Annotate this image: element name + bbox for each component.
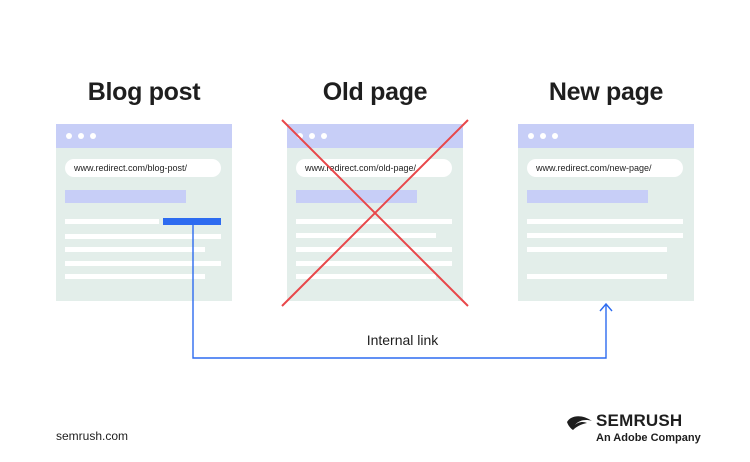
- heading-placeholder: [527, 190, 648, 203]
- blog-post-title: Blog post: [87, 78, 201, 106]
- text-line: [527, 274, 667, 279]
- window-dot: [309, 133, 315, 139]
- site-url: semrush.com: [56, 429, 129, 443]
- heading-placeholder: [65, 190, 186, 203]
- text-line: [65, 261, 221, 266]
- old-page-title: Old page: [322, 78, 428, 106]
- window-title-bar: [287, 124, 463, 148]
- address-bar: www.redirect.com/blog-post/: [65, 159, 221, 177]
- window-title-bar: [56, 124, 232, 148]
- internal-link-highlight: [163, 218, 221, 225]
- text-line: [65, 234, 221, 239]
- semrush-flame-icon: [567, 416, 592, 430]
- window-dot: [90, 133, 96, 139]
- text-line: [296, 261, 452, 266]
- window-dot: [540, 133, 546, 139]
- text-line: [296, 274, 436, 279]
- window-title-bar: [518, 124, 694, 148]
- address-bar: www.redirect.com/new-page/: [527, 159, 683, 177]
- window-dot: [321, 133, 327, 139]
- window-dot: [66, 133, 72, 139]
- brand-tagline: An Adobe Company: [596, 432, 701, 444]
- text-line: [527, 247, 667, 252]
- text-line: [296, 219, 452, 224]
- new-page-window: www.redirect.com/new-page/: [518, 124, 694, 301]
- cross-line-right: [281, 119, 469, 307]
- text-line: [65, 219, 159, 224]
- arrow-head-icon: [599, 302, 613, 312]
- internal-link-label: Internal link: [366, 332, 439, 348]
- blog-post-window: www.redirect.com/blog-post/: [56, 124, 232, 301]
- window-dot: [78, 133, 84, 139]
- text-line: [296, 233, 436, 238]
- window-dot: [552, 133, 558, 139]
- text-line: [527, 233, 683, 238]
- window-dot: [297, 133, 303, 139]
- internal-link-arrow-path: [192, 221, 607, 359]
- heading-placeholder: [296, 190, 417, 203]
- text-line: [65, 274, 205, 279]
- new-page-title: New page: [548, 78, 664, 106]
- window-dot: [528, 133, 534, 139]
- brand-name: SEMRUSH: [596, 411, 683, 430]
- text-line: [296, 247, 452, 252]
- text-line: [527, 219, 683, 224]
- text-line: [65, 247, 205, 252]
